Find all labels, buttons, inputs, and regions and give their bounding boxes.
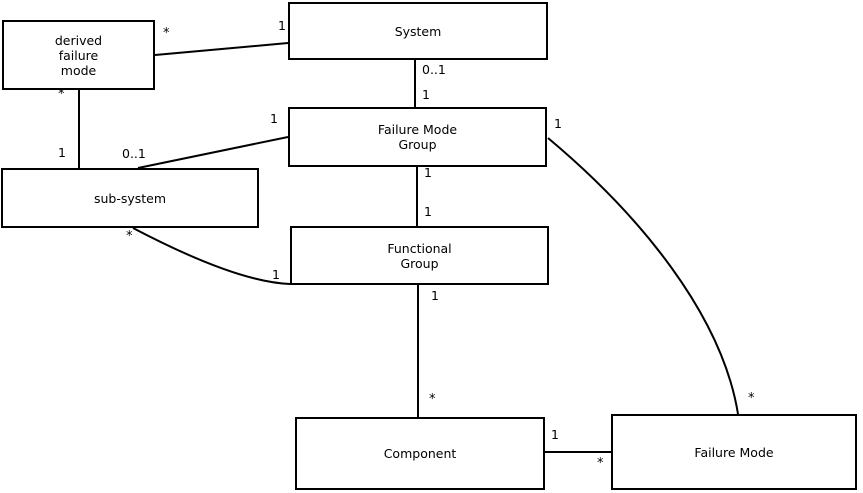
multiplicity-label-mult-dfm-subsystem-star: * [58,87,65,102]
multiplicity-label-mult-fg-component-one: 1 [431,288,439,303]
class-box-label-component: Component [383,446,457,461]
multiplicity-label-mult-system-fmg-zero-one: 0..1 [422,62,446,77]
multiplicity-label-mult-fmg-subsystem-one: 1 [270,111,278,126]
class-box-derived-failure-mode[interactable]: derived failure mode [2,20,155,90]
multiplicity-label-mult-fmg-system-one: 1 [422,87,430,102]
multiplicity-label-mult-subsystem-dfm-one: 1 [58,145,66,160]
class-box-component[interactable]: Component [295,417,545,490]
association-sub-system-to-functional-group[interactable] [132,227,291,285]
multiplicity-label-mult-subsystem-fmg-zero-one: 0..1 [122,146,146,161]
multiplicity-label-mult-component-fg-star: * [429,392,436,407]
class-box-failure-mode-group[interactable]: Failure Mode Group [288,107,547,167]
class-box-label-failure-mode-group: Failure Mode Group [377,122,458,152]
multiplicity-label-mult-fm-component-star: * [597,456,604,471]
multiplicity-label-mult-fg-fmg-one: 1 [424,204,432,219]
multiplicity-label-mult-dfm-system-star: * [163,26,170,41]
class-box-label-system: System [394,23,442,39]
class-box-failure-mode[interactable]: Failure Mode [611,414,857,490]
class-box-functional-group[interactable]: Functional Group [290,226,549,285]
multiplicity-label-mult-fg-subsystem-one: 1 [272,267,280,282]
multiplicity-label-mult-fm-fmg-star: * [748,391,755,406]
association-derived-failure-mode-to-system[interactable] [154,42,289,56]
class-box-label-failure-mode: Failure Mode [694,444,774,460]
multiplicity-label-mult-subsystem-fg-star: * [126,229,133,244]
multiplicity-label-mult-fmg-fg-one: 1 [424,165,432,180]
class-box-system[interactable]: System [288,2,548,60]
class-box-label-sub-system: sub-system [93,190,167,206]
multiplicity-label-mult-fmg-fm-one: 1 [554,116,562,131]
association-sub-system-to-failure-mode-group[interactable] [137,136,289,169]
multiplicity-label-mult-component-fm-one: 1 [551,427,559,442]
association-failure-mode-group-to-failure-mode[interactable] [547,137,739,415]
class-box-label-derived-failure-mode: derived failure mode [54,32,103,78]
multiplicity-label-mult-system-dfm-one: 1 [278,18,286,33]
class-box-sub-system[interactable]: sub-system [1,168,259,228]
class-box-label-functional-group: Functional Group [387,240,452,271]
